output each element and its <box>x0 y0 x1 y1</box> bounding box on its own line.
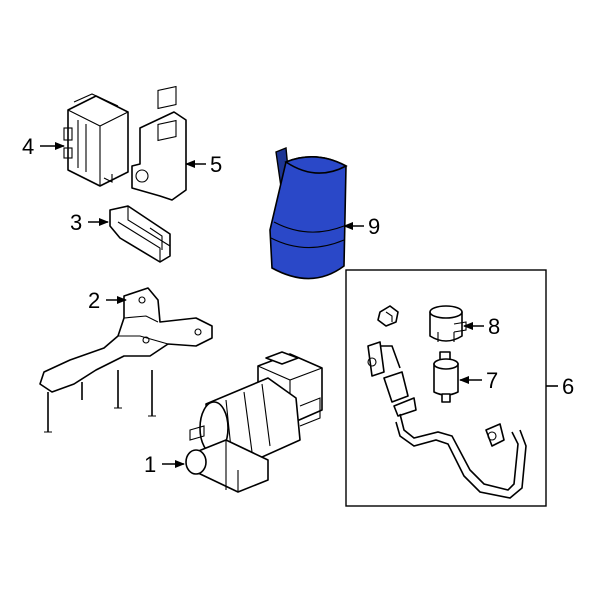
callout-4: 4 <box>22 134 34 159</box>
part-6-air-line[interactable] <box>367 341 527 499</box>
callout-5: 5 <box>210 152 222 177</box>
callout-2: 2 <box>88 288 100 313</box>
callout-arrows <box>40 142 558 468</box>
callout-1: 1 <box>144 452 156 477</box>
part-9-air-tank[interactable] <box>269 147 348 280</box>
callout-6: 6 <box>562 374 574 399</box>
callout-7: 7 <box>486 368 498 393</box>
part-6-kit-frame <box>345 269 547 507</box>
callout-9: 9 <box>368 214 380 239</box>
part-7-inline-filter[interactable] <box>433 351 459 403</box>
callout-3: 3 <box>70 210 82 235</box>
callout-8: 8 <box>488 314 500 339</box>
part-4-control-module[interactable] <box>63 93 129 187</box>
part-5-bracket[interactable] <box>131 85 187 201</box>
part-3-small-bracket[interactable] <box>109 205 171 263</box>
part-2-compressor-bracket[interactable] <box>39 287 213 433</box>
part-1-compressor[interactable] <box>185 351 323 493</box>
part-8-filter-cap[interactable] <box>429 305 467 342</box>
part-6-clip[interactable] <box>377 305 399 327</box>
